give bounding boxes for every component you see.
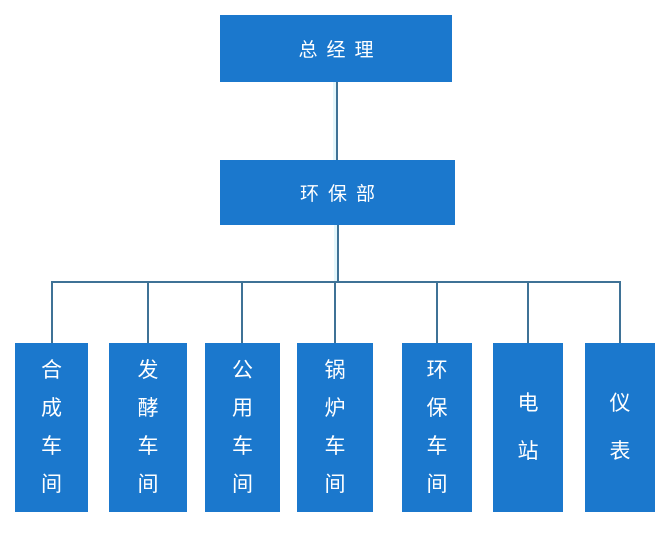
- connector-drop-4: [334, 281, 336, 345]
- connector-drop-7: [619, 281, 621, 345]
- connector-bus: [51, 281, 621, 283]
- node-boiler-workshop: 锅炉车间: [297, 343, 373, 512]
- connector-drop-2: [147, 281, 149, 345]
- connector-drop-3: [241, 281, 243, 345]
- node-fermentation-workshop: 发酵车间: [109, 343, 187, 512]
- node-instrumentation: 仪表: [585, 343, 655, 512]
- connector-halo: [333, 82, 336, 160]
- connector-drop-5: [436, 281, 438, 345]
- connector-drop-1: [51, 281, 53, 345]
- node-power-station: 电站: [493, 343, 563, 512]
- node-utility-workshop: 公用车间: [205, 343, 280, 512]
- node-environmental-department: 环保部: [220, 160, 455, 225]
- connector-drop-6: [527, 281, 529, 345]
- node-environmental-workshop: 环保车间: [402, 343, 472, 512]
- node-synthesis-workshop: 合成车间: [15, 343, 88, 512]
- node-general-manager: 总经理: [220, 15, 452, 82]
- connector-halo: [334, 225, 337, 281]
- connector-middle-to-bus: [337, 225, 339, 283]
- connector-root-to-middle: [336, 82, 338, 160]
